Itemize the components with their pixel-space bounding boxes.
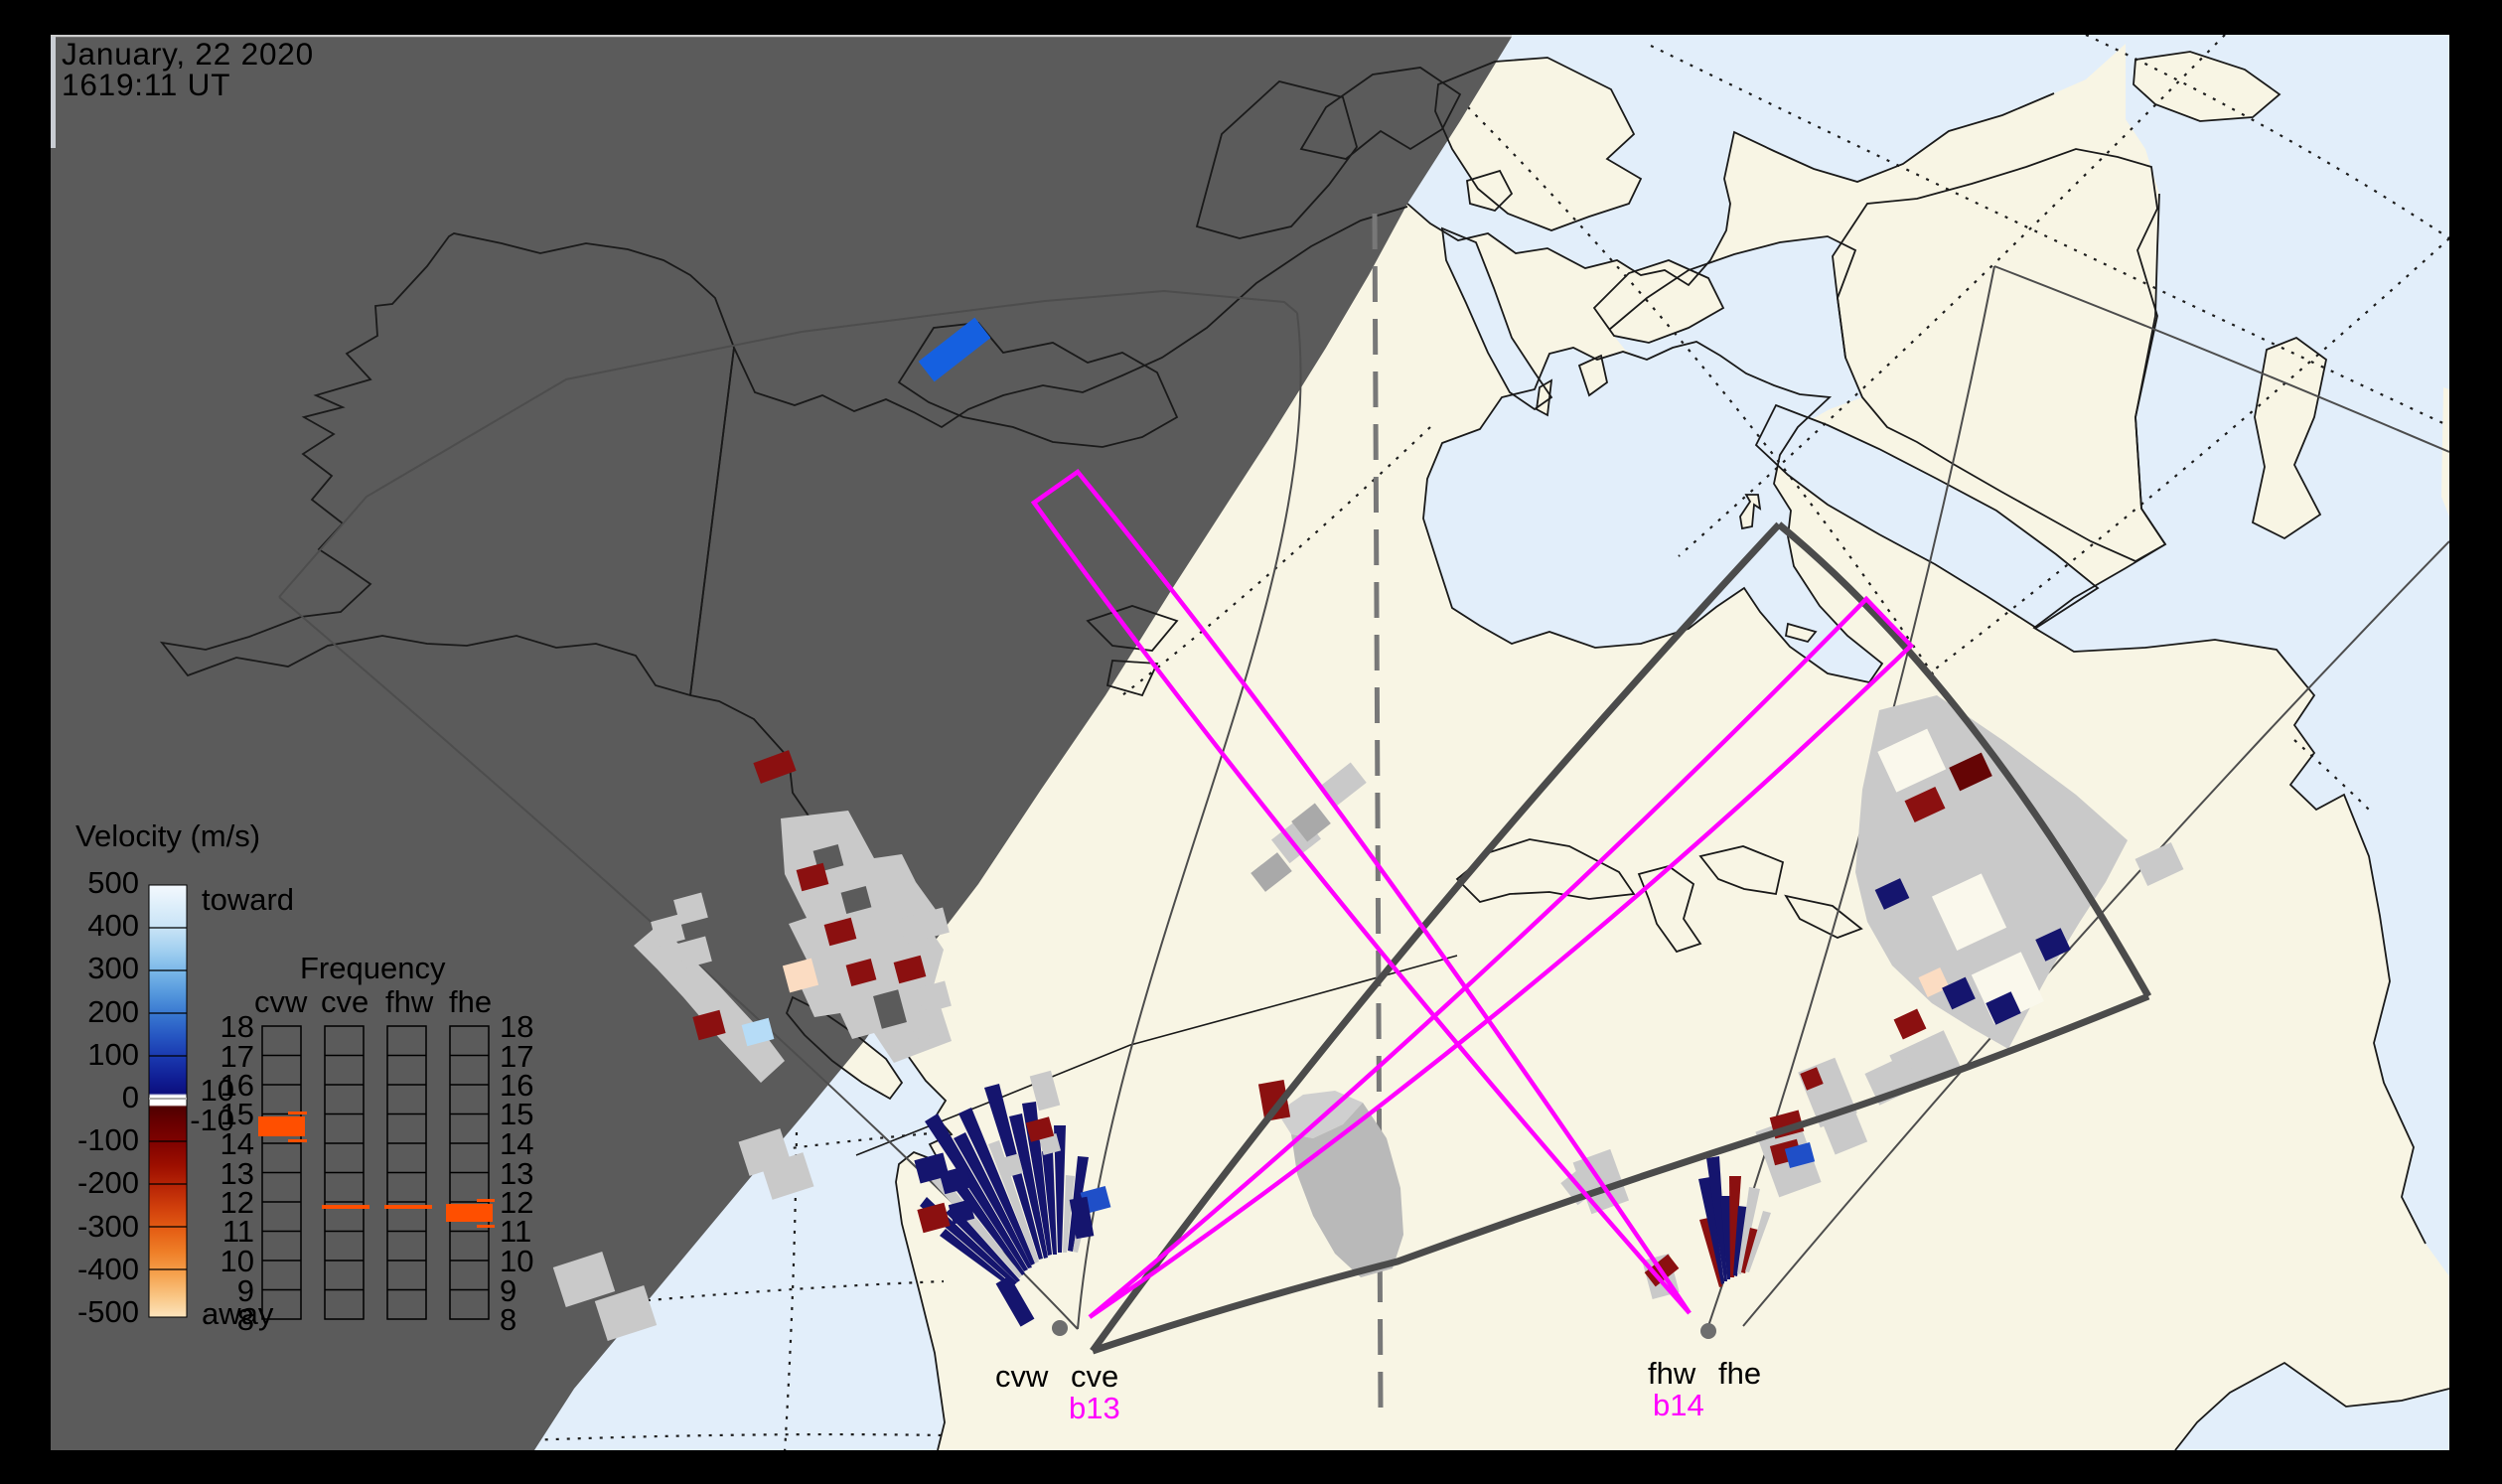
svg-text:-300: -300 [77, 1209, 139, 1244]
svg-text:9: 9 [500, 1273, 516, 1308]
svg-text:400: 400 [87, 908, 139, 943]
svg-text:15: 15 [221, 1097, 254, 1131]
svg-text:200: 200 [87, 994, 139, 1029]
svg-text:16: 16 [500, 1068, 533, 1103]
svg-text:8: 8 [237, 1302, 254, 1337]
svg-text:16: 16 [221, 1068, 254, 1103]
svg-text:11: 11 [500, 1214, 531, 1249]
svg-text:0: 0 [122, 1080, 139, 1114]
svg-text:cvw: cvw [995, 1359, 1049, 1394]
svg-text:9: 9 [237, 1273, 254, 1308]
svg-text:14: 14 [500, 1126, 533, 1161]
svg-text:500: 500 [87, 865, 139, 900]
svg-text:toward: toward [202, 882, 294, 917]
svg-text:fhe: fhe [1718, 1356, 1761, 1391]
svg-text:10: 10 [221, 1244, 254, 1278]
svg-text:-400: -400 [77, 1252, 139, 1286]
svg-text:Velocity (m/s): Velocity (m/s) [75, 818, 260, 853]
svg-text:14: 14 [221, 1126, 254, 1161]
svg-text:fhw: fhw [385, 984, 434, 1019]
svg-text:b13: b13 [1069, 1391, 1120, 1425]
svg-text:fhe: fhe [449, 984, 492, 1019]
svg-text:-200: -200 [77, 1165, 139, 1200]
svg-text:1619:11 UT: 1619:11 UT [62, 67, 230, 102]
svg-text:-10: -10 [190, 1103, 234, 1137]
svg-text:15: 15 [500, 1097, 533, 1131]
svg-text:13: 13 [500, 1156, 533, 1191]
svg-text:cve: cve [1071, 1359, 1118, 1394]
svg-text:fhw: fhw [1648, 1356, 1696, 1391]
svg-text:Frequency: Frequency [300, 951, 446, 985]
svg-text:100: 100 [87, 1037, 139, 1072]
svg-text:12: 12 [500, 1185, 533, 1220]
svg-text:10: 10 [500, 1244, 533, 1278]
svg-text:January, 22 2020: January, 22 2020 [62, 36, 314, 72]
svg-text:300: 300 [87, 951, 139, 985]
svg-text:-500: -500 [77, 1294, 139, 1329]
svg-text:13: 13 [221, 1156, 254, 1191]
svg-text:8: 8 [500, 1302, 516, 1337]
svg-text:17: 17 [500, 1039, 533, 1074]
svg-text:17: 17 [221, 1039, 254, 1074]
svg-text:-100: -100 [77, 1122, 139, 1157]
svg-text:b14: b14 [1653, 1388, 1704, 1422]
svg-text:10: 10 [201, 1073, 234, 1108]
svg-text:18: 18 [500, 1009, 533, 1044]
svg-text:cvw: cvw [254, 984, 308, 1019]
svg-text:cve: cve [321, 984, 368, 1019]
svg-text:12: 12 [221, 1185, 254, 1220]
svg-text:11: 11 [222, 1214, 254, 1249]
svg-text:18: 18 [221, 1009, 254, 1044]
